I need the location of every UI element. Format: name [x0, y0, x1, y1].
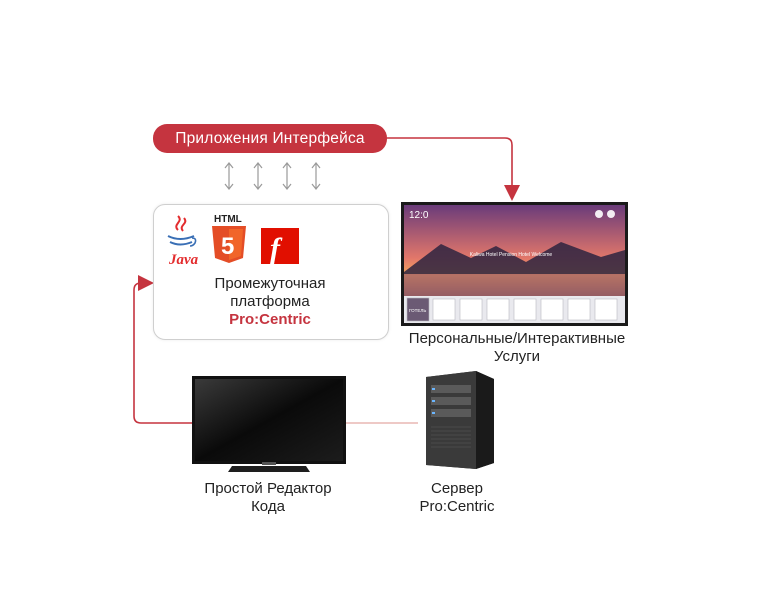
tv-clock: 12:0: [409, 210, 429, 221]
server-caption-line2: Pro:Centric: [419, 498, 495, 515]
platform-line2: платформа: [230, 293, 310, 310]
platform-card: [153, 204, 389, 340]
platform-line1: Промежуточная: [214, 275, 326, 292]
tv-monitor-icon: [192, 376, 346, 474]
java-logo-icon: Java: [167, 215, 199, 268]
svg-text:Java: Java: [168, 252, 199, 268]
tv-welcome-text: Kaliwa Hotel Pension Hotel Welcome: [469, 252, 553, 258]
server-caption-line1: Сервер: [430, 480, 483, 497]
tv-hotel-label: ГОТЕЛЬ: [409, 308, 427, 313]
editor-to-platform-connector: [133, 275, 192, 424]
tv-caption-line1: Персональные/Интерактивные: [408, 330, 626, 347]
platform-label: Промежуточная платформа Pro:Centric: [153, 275, 387, 329]
server-caption: Сервер Pro:Centric: [380, 480, 534, 516]
editor-caption: Простой Редактор Кода: [178, 480, 358, 516]
tv-monitor-icon: 12:0 Kaliwa Hotel Pension Hotel Welcome …: [401, 202, 628, 326]
logo-row: Java HTML 5 f: [167, 214, 299, 268]
flash-logo-icon: f: [261, 228, 299, 265]
svg-text:f: f: [270, 232, 283, 265]
platform-brand: Pro:Centric: [229, 311, 311, 328]
svg-text:HTML: HTML: [214, 214, 242, 225]
editor-caption-line1: Простой Редактор: [204, 480, 332, 497]
tv-caption: Персональные/Интерактивные Услуги: [386, 330, 648, 366]
server-tower-icon: [418, 369, 496, 471]
svg-text:5: 5: [221, 233, 234, 260]
pill-to-tv-connector: [387, 137, 520, 201]
tv-caption-line2: Услуги: [493, 348, 541, 365]
editor-caption-line2: Кода: [251, 498, 285, 515]
double-arrow-vertical-icon: [224, 162, 321, 190]
html5-logo-icon: HTML 5: [212, 214, 246, 263]
interface-apps-pill: Приложения Интерфейса: [153, 124, 387, 153]
